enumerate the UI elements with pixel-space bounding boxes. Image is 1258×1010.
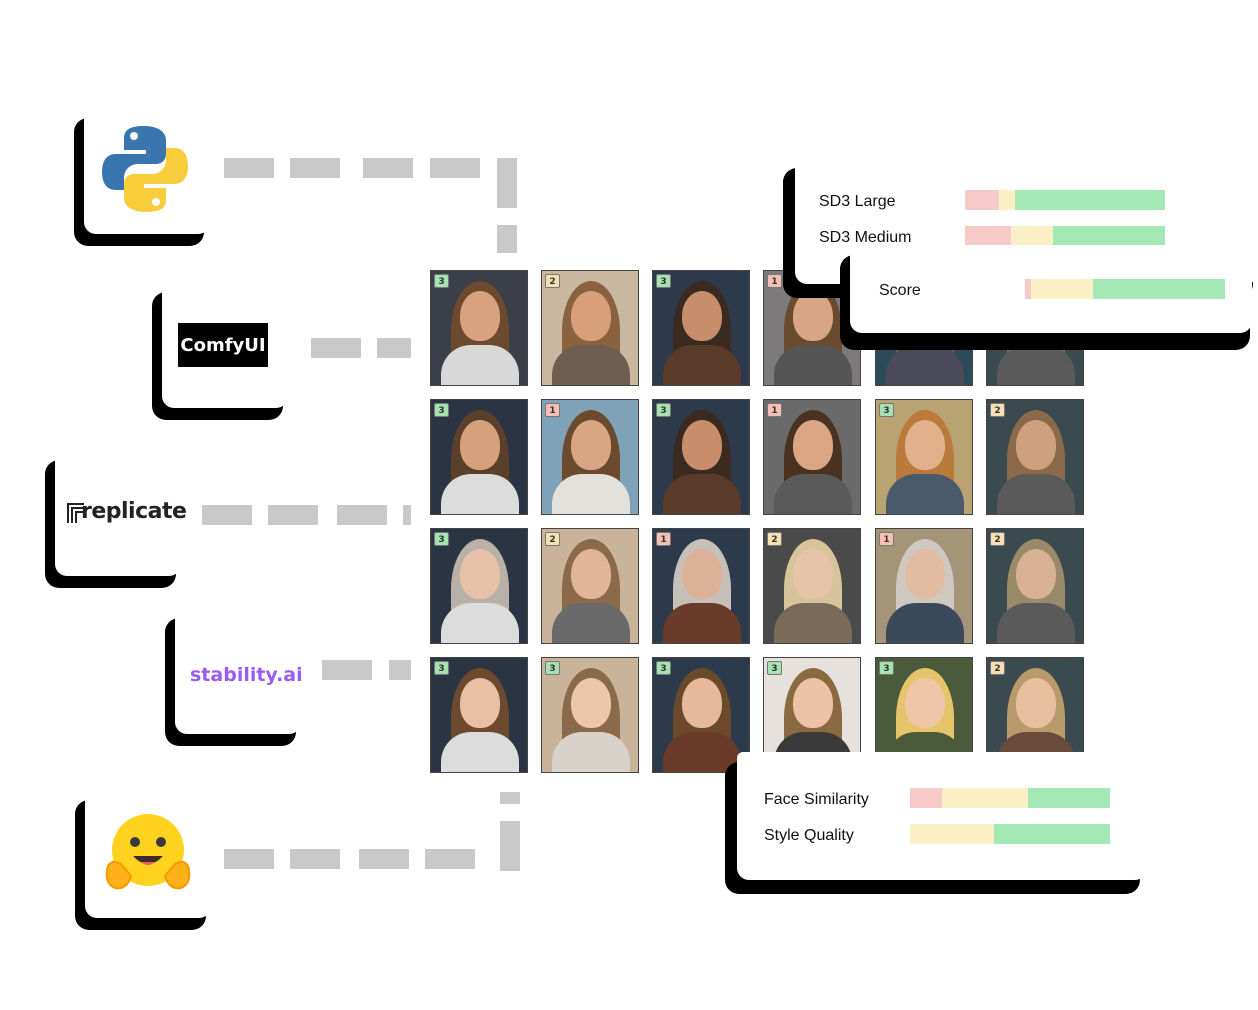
score-badge: 3 (434, 532, 449, 546)
comfyui-logo: ComfyUI (178, 323, 268, 367)
portrait-r3-c6: 2 (986, 528, 1084, 644)
portrait-r4-c3: 3 (652, 657, 750, 773)
bar-segment-low (910, 788, 942, 808)
connector-dash (290, 158, 340, 178)
model-bar-sd3-medium (965, 226, 1165, 246)
bar-segment-low (1025, 279, 1031, 299)
score-badge: 2 (990, 403, 1005, 417)
portrait-r1-c1: 3 (430, 270, 528, 386)
score-badge: 2 (990, 532, 1005, 546)
bar-segment-high (1053, 226, 1165, 246)
connector-dash (430, 158, 480, 178)
stability-card: stability.ai (175, 606, 303, 734)
portrait-r3-c5: 1 (875, 528, 973, 644)
score-badge: 3 (656, 661, 671, 675)
replicate-mark-icon (67, 503, 84, 523)
quality-bar-style-quality (910, 824, 1110, 844)
score-badge: 2 (545, 532, 560, 546)
connector-dash (403, 505, 411, 525)
score-badge: 1 (879, 532, 894, 546)
connector-dash (311, 338, 361, 358)
comfyui-card: ComfyUI (162, 280, 288, 408)
bar-segment-mid (999, 190, 1015, 210)
score-badge: 3 (434, 661, 449, 675)
python-card (84, 106, 210, 234)
model-label-sd3-medium: SD3 Medium (819, 229, 912, 246)
bar-segment-mid (910, 824, 994, 844)
bar-segment-high (1015, 190, 1165, 210)
score-badge: 3 (434, 274, 449, 288)
portrait-r2-c3: 3 (652, 399, 750, 515)
connector-dash (497, 158, 517, 208)
connector-dash (322, 660, 372, 680)
portrait-r1-c2: 2 (541, 270, 639, 386)
score-badge: 3 (656, 403, 671, 417)
connector-dash (268, 505, 318, 525)
bar-segment-low (965, 226, 1011, 246)
connector-dash (224, 158, 274, 178)
stability-logo-label: stability.ai (190, 664, 303, 686)
bar-segment-high (1028, 788, 1110, 808)
quality-label-style-quality: Style Quality (764, 827, 854, 844)
quality-bar-face-similarity (910, 788, 1110, 808)
connector-dash (290, 849, 340, 869)
portrait-r2-c2: 1 (541, 399, 639, 515)
quality-label-face-similarity: Face Similarity (764, 791, 869, 808)
model-bar-sd3-large (965, 190, 1165, 210)
score-badge: 1 (656, 532, 671, 546)
score-badge: 3 (767, 661, 782, 675)
connector-dash (425, 849, 475, 869)
python-logo-icon (102, 126, 188, 212)
connector-dash (337, 505, 387, 525)
portrait-r2-c6: 2 (986, 399, 1084, 515)
score-badge: 2 (545, 274, 560, 288)
score-panel: Score (850, 245, 1252, 333)
portrait-r3-c1: 3 (430, 528, 528, 644)
portrait-r2-c1: 3 (430, 399, 528, 515)
model-label-sd3-large: SD3 Large (819, 193, 896, 210)
portrait-r3-c2: 2 (541, 528, 639, 644)
score-badge: 3 (879, 403, 894, 417)
bar-segment-high (994, 824, 1110, 844)
connector-dash (497, 225, 517, 253)
score-badge: 3 (545, 661, 560, 675)
hugging-face-emoji-icon (105, 814, 191, 890)
score-badge: 3 (434, 403, 449, 417)
portrait-r3-c4: 2 (763, 528, 861, 644)
bar-segment-mid (1011, 226, 1053, 246)
portrait-r4-c2: 3 (541, 657, 639, 773)
score-bar (1025, 279, 1225, 299)
bar-segment-low (965, 190, 999, 210)
portrait-r3-c3: 1 (652, 528, 750, 644)
bar-segment-high (1093, 279, 1225, 299)
portrait-r4-c1: 3 (430, 657, 528, 773)
comfyui-logo-label: ComfyUI (180, 334, 266, 356)
connector-dash (202, 505, 252, 525)
score-badge: 1 (767, 274, 782, 288)
bar-segment-mid (942, 788, 1028, 808)
replicate-logo-label: replicate (81, 499, 187, 524)
score-badge: 2 (990, 661, 1005, 675)
score-label: Score (879, 282, 921, 299)
connector-dash (363, 158, 413, 178)
connector-dash (500, 792, 520, 804)
score-badge: 3 (879, 661, 894, 675)
score-badge: 1 (767, 403, 782, 417)
connector-dash (389, 660, 411, 680)
portrait-r1-c3: 3 (652, 270, 750, 386)
quality-panel: Face Similarity Style Quality (737, 752, 1147, 880)
huggingface-card (85, 788, 211, 918)
score-badge: 3 (656, 274, 671, 288)
score-badge: 2 (767, 532, 782, 546)
connector-dash (359, 849, 409, 869)
portrait-r2-c4: 1 (763, 399, 861, 515)
connector-dash (377, 338, 411, 358)
score-badge: 1 (545, 403, 560, 417)
portrait-r2-c5: 3 (875, 399, 973, 515)
connector-dash (224, 849, 274, 869)
bar-segment-mid (1031, 279, 1093, 299)
connector-dash (500, 821, 520, 871)
replicate-card: replicate (55, 448, 187, 576)
